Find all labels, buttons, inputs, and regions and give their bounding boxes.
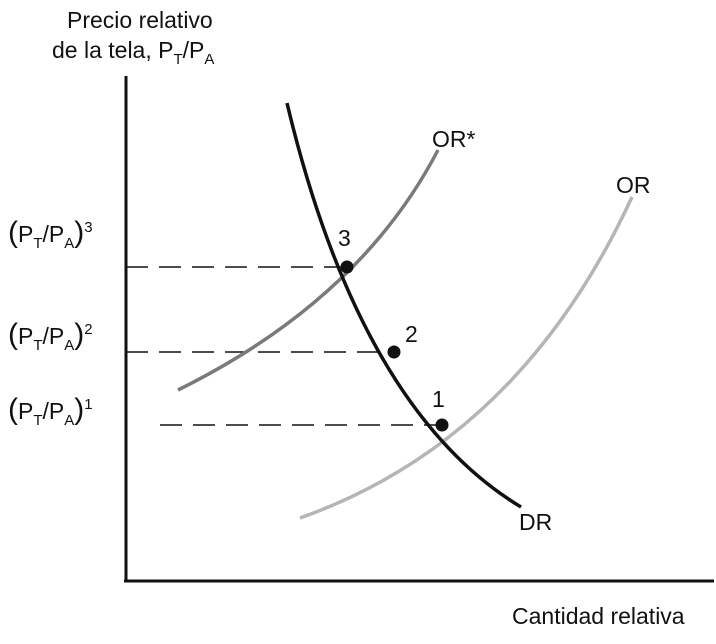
price-level-3-label: (PT/PA)3 [8,216,93,252]
x-axis-title: Cantidad relativa [512,603,685,629]
point-1-label: 1 [432,386,445,412]
point-2-dot [387,345,401,359]
y-axis-title-line1: Precio relativo [67,7,213,33]
price-level-1-label: (PT/PA)1 [8,393,93,429]
point-1-dot [435,418,449,432]
or-star-label: OR* [432,126,476,152]
or-star-curve [177,149,440,392]
point-3-label: 3 [338,225,351,251]
point-2-label: 2 [405,321,418,347]
y-axis-title-line2: de la tela, PT/PA [52,37,215,68]
or-label: OR [616,172,651,198]
dr-curve [285,102,522,509]
price-level-2-label: (PT/PA)2 [8,318,93,354]
or-curve [299,196,634,520]
point-3-dot [340,260,354,274]
dr-label: DR [519,509,553,535]
